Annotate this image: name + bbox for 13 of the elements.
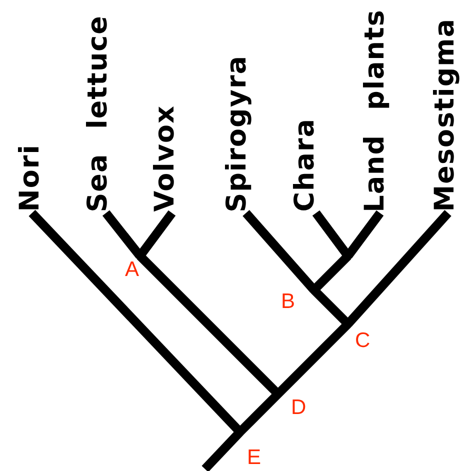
node-label: C — [355, 330, 370, 351]
species-label: Spirogyra — [224, 54, 250, 212]
node-label: E — [247, 447, 262, 468]
species-label: Nori — [16, 144, 44, 212]
tree-branch — [344, 210, 452, 328]
species-label: Sea lettuce — [84, 14, 112, 212]
node-label: B — [281, 291, 296, 312]
species-label: Land plants — [362, 8, 388, 212]
species-label: Volvox — [152, 105, 178, 212]
node-label: D — [291, 397, 306, 418]
species-label: Mesostigma — [432, 18, 458, 212]
species-label: Chara — [292, 118, 318, 212]
node-label: A — [125, 259, 140, 280]
